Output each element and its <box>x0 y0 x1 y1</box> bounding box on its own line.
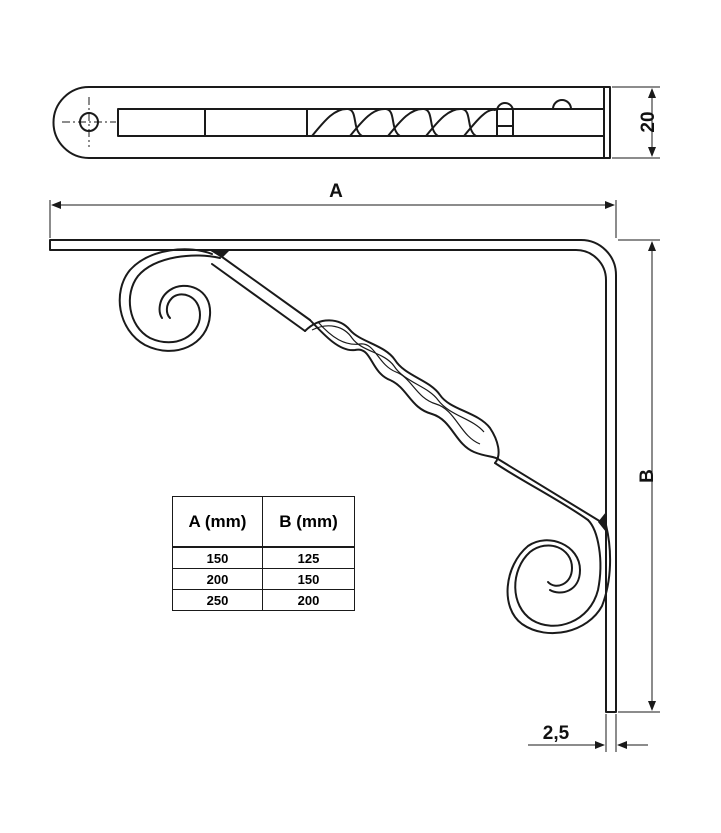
table-row: 200 150 <box>172 568 355 590</box>
cell-a: 200 <box>172 568 263 590</box>
diagonal-twist <box>304 319 500 464</box>
cell-b: 150 <box>262 568 355 590</box>
cell-b: 200 <box>262 589 355 611</box>
height-dimension: B <box>637 469 658 483</box>
column-header-b: B (mm) <box>262 496 355 548</box>
size-table: A (mm) B (mm) 150 125 200 150 250 200 <box>172 496 355 611</box>
depth-dimension: 20 <box>638 111 659 132</box>
lower-scroll <box>514 519 602 627</box>
upper-scroll <box>118 248 213 352</box>
top-twist <box>311 107 496 137</box>
top-view: 20 <box>52 86 660 159</box>
l-bracket <box>49 239 617 713</box>
front-view: A B 2,5 <box>49 181 660 752</box>
width-dimension: A <box>329 181 343 202</box>
cell-b: 125 <box>262 547 355 569</box>
cell-a: 150 <box>172 547 263 569</box>
table-row: 150 125 <box>172 547 355 569</box>
cell-a: 250 <box>172 589 263 611</box>
table-header-row: A (mm) B (mm) <box>172 496 355 548</box>
column-header-a: A (mm) <box>172 496 263 548</box>
thickness-dimension: 2,5 <box>543 723 570 744</box>
table-row: 250 200 <box>172 589 355 611</box>
